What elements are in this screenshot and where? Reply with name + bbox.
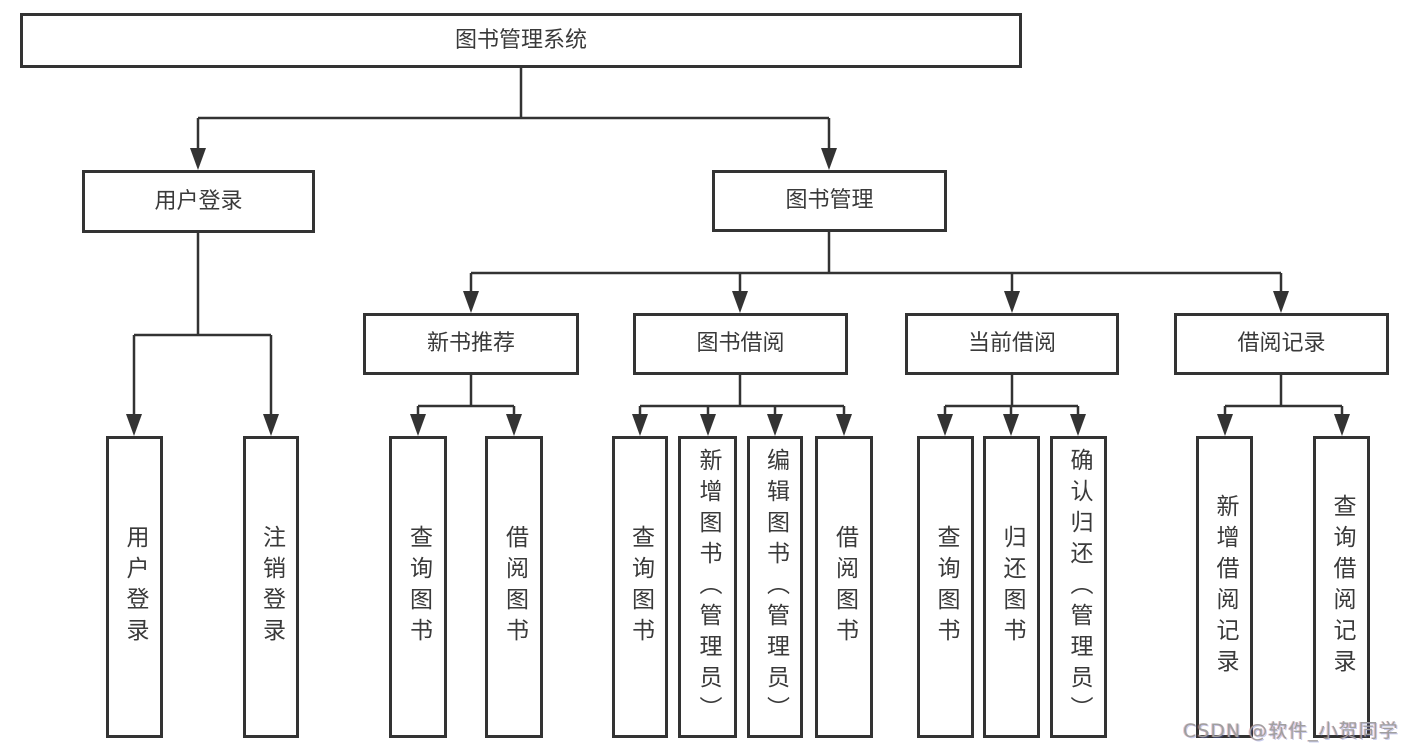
node-current-borrowing: 当前借阅 [905,313,1119,375]
leaf-query-book-borrowing: 查询图书 [612,436,668,738]
leaf-add-borrow-record-label: 新增借阅记录 [1212,494,1238,680]
leaf-add-book-admin: 新增图书（管理员） [678,436,737,738]
leaf-query-book-borrowing-label: 查询图书 [627,525,654,649]
node-book-borrowing-label: 图书借阅 [696,331,785,356]
node-root-label: 图书管理系统 [454,27,587,53]
leaf-logout: 注销登录 [243,436,299,738]
leaf-add-book-admin-label: 新增图书（管理员） [695,447,721,727]
leaf-borrow-book-recommend-label: 借阅图书 [501,525,528,649]
leaf-edit-book-admin: 编辑图书（管理员） [747,436,803,738]
leaf-return-book-label: 归还图书 [999,525,1025,649]
leaf-confirm-return-admin-label: 确认归还（管理员） [1066,447,1092,727]
leaf-query-book-current-label: 查询图书 [933,525,959,649]
leaf-confirm-return-admin: 确认归还（管理员） [1050,436,1107,738]
csdn-watermark: CSDN @软件_小贺同学 [1183,720,1399,742]
leaf-query-book-recommend: 查询图书 [389,436,447,738]
leaf-edit-book-admin-label: 编辑图书（管理员） [762,447,789,727]
node-current-borrowing-label: 当前借阅 [967,331,1056,356]
node-borrow-records: 借阅记录 [1174,313,1389,375]
node-user-login: 用户登录 [82,170,315,233]
node-borrow-records-label: 借阅记录 [1237,331,1326,356]
leaf-query-borrow-record-label: 查询借阅记录 [1329,494,1355,680]
leaf-query-book-current: 查询图书 [917,436,974,738]
leaf-query-borrow-record: 查询借阅记录 [1313,436,1370,738]
node-new-book-recommend: 新书推荐 [363,313,579,375]
node-book-management: 图书管理 [712,170,947,232]
leaf-borrow-book-recommend: 借阅图书 [485,436,543,738]
leaf-query-book-recommend-label: 查询图书 [405,525,432,649]
leaf-borrow-book-borrowing-label: 借阅图书 [831,525,858,649]
leaf-user-login-label: 用户登录 [122,525,148,649]
leaf-borrow-book-borrowing: 借阅图书 [815,436,873,738]
leaf-user-login: 用户登录 [106,436,163,738]
node-root: 图书管理系统 [20,13,1022,68]
node-user-login-label: 用户登录 [154,188,243,214]
leaf-logout-label: 注销登录 [258,525,285,649]
node-new-book-recommend-label: 新书推荐 [426,331,515,356]
node-book-borrowing: 图书借阅 [633,313,848,375]
leaf-return-book: 归还图书 [983,436,1040,738]
leaf-add-borrow-record: 新增借阅记录 [1196,436,1253,738]
node-book-management-label: 图书管理 [785,188,874,213]
